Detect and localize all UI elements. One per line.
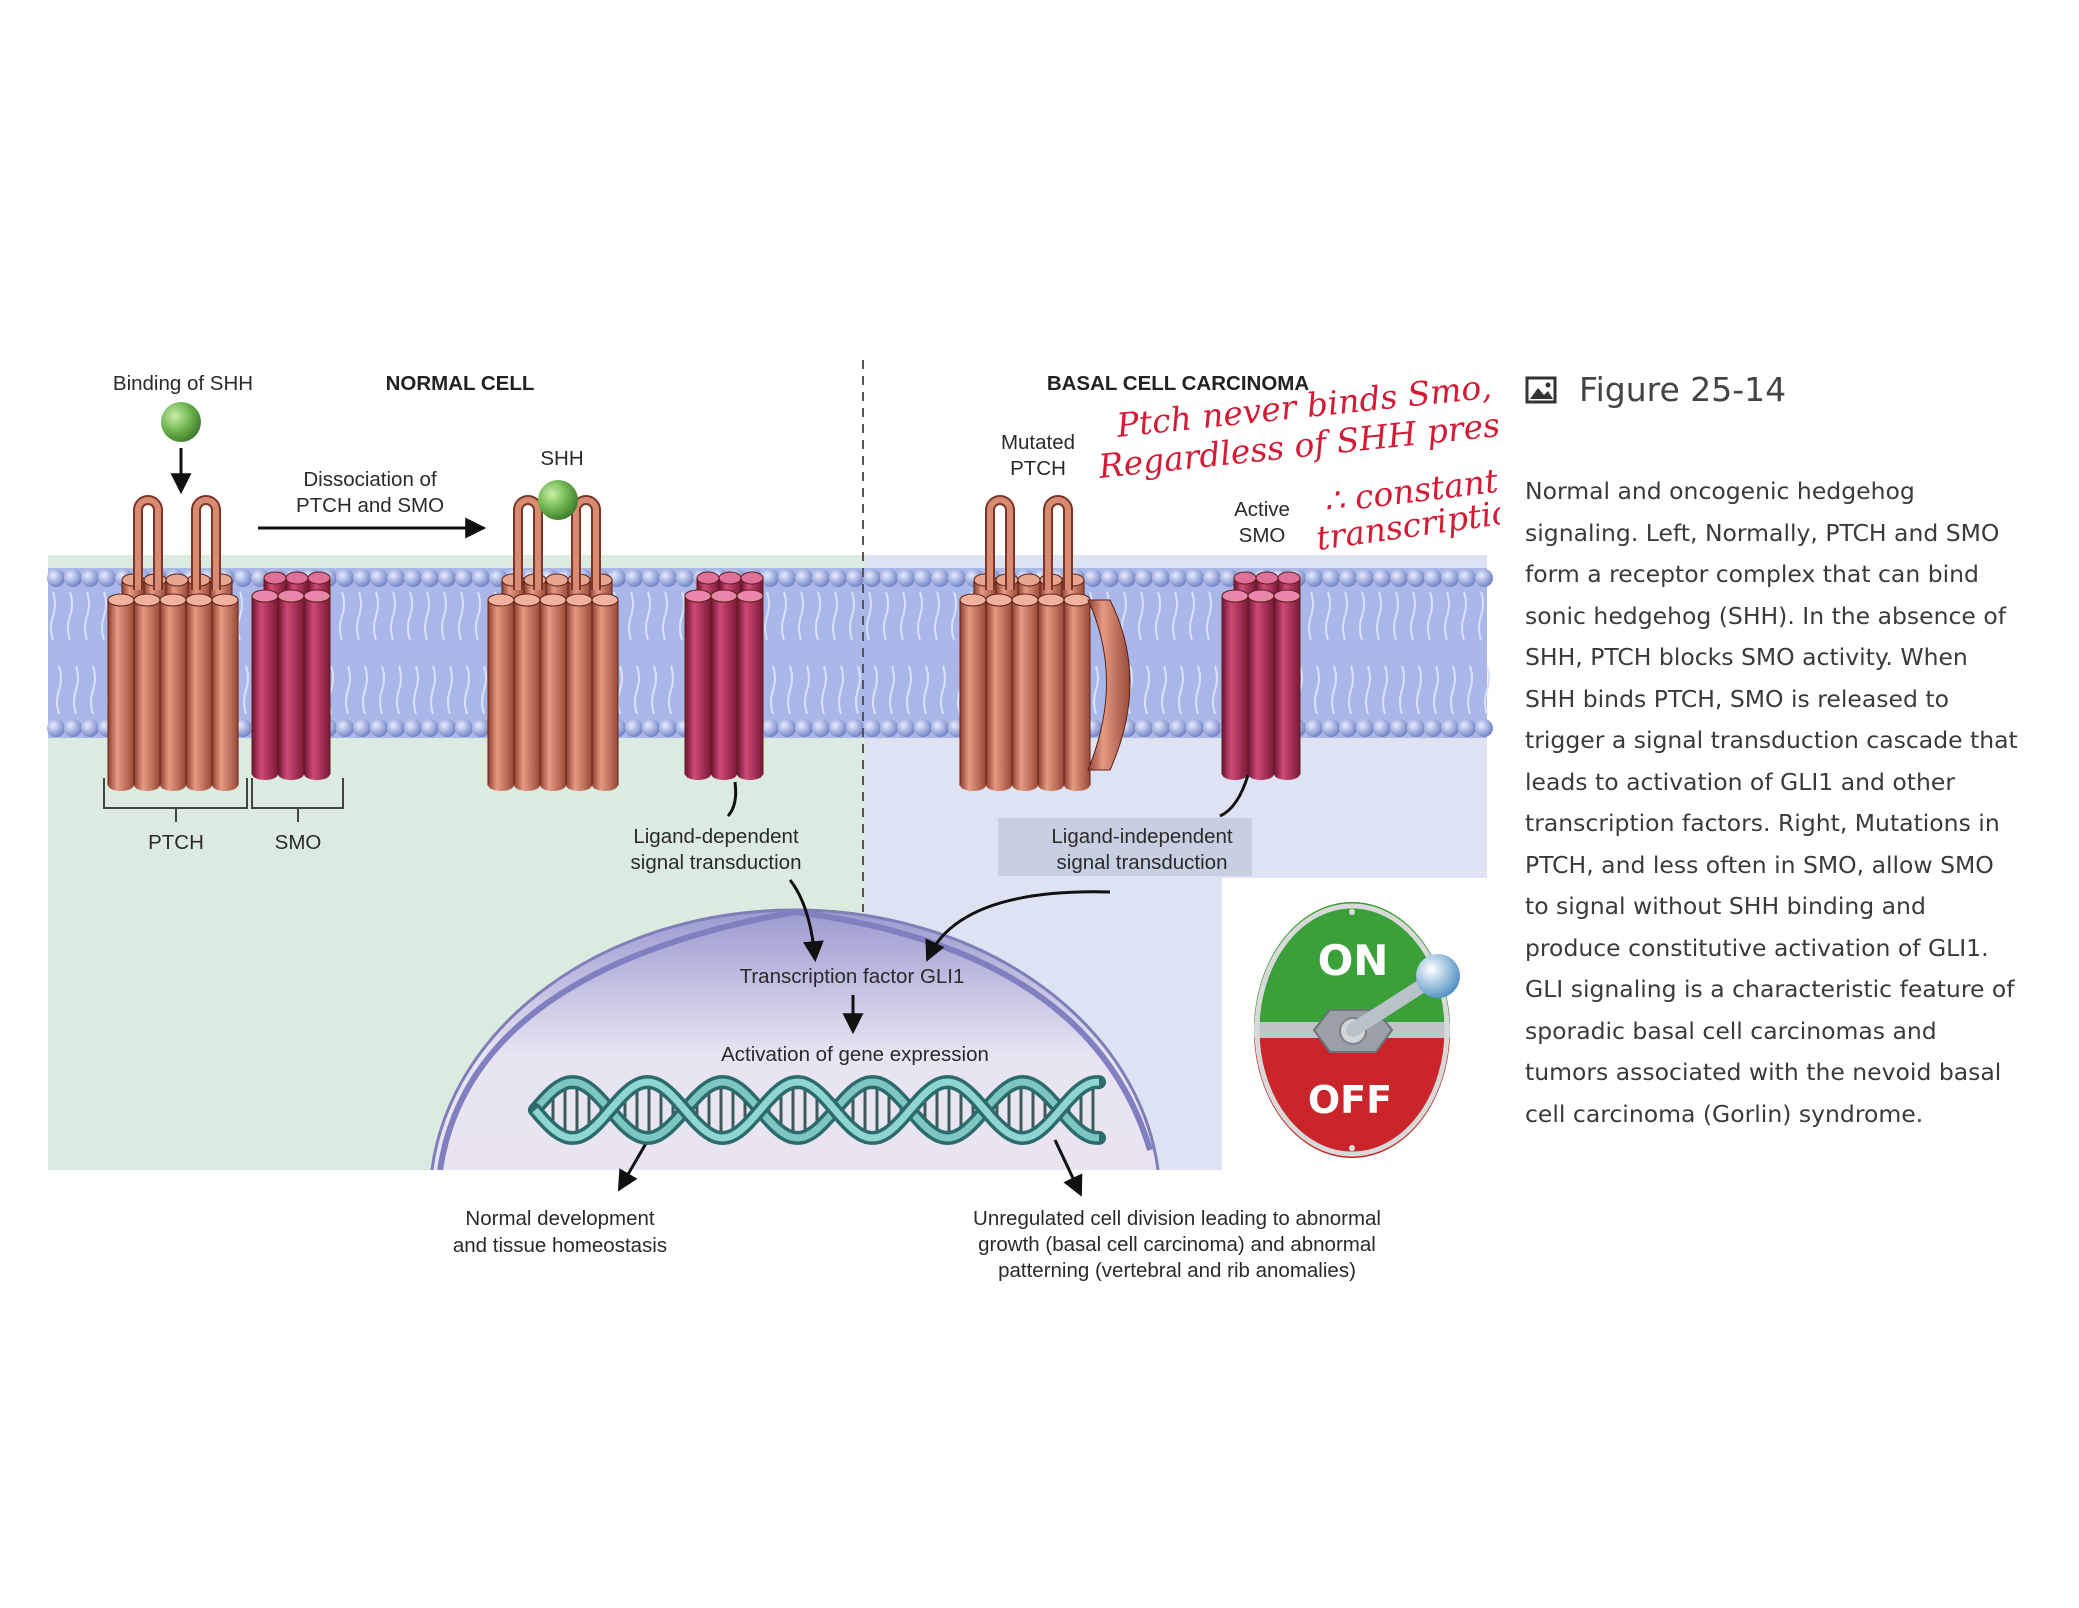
caption-line: tumors associated with the nevoid basal xyxy=(1525,1058,2002,1086)
transcription-factor-label: Transcription factor GLI1 xyxy=(740,965,965,988)
figure-caption-panel: Figure 25-14 Normal and oncogenic hedgeh… xyxy=(1525,370,2065,1135)
switch-on-label: ON xyxy=(1318,936,1389,985)
unregulated-label-line3: patterning (vertebral and rib anomalies) xyxy=(998,1259,1356,1282)
active-smo-label-line2: SMO xyxy=(1239,524,1286,547)
ligand-dependent-label-line1: Ligand-dependent xyxy=(633,825,799,848)
smo-receptor-active xyxy=(1221,571,1301,780)
caption-line: GLI signaling is a characteristic featur… xyxy=(1525,975,2015,1003)
ligand-independent-box xyxy=(998,818,1252,876)
switch-off-label: OFF xyxy=(1308,1078,1392,1122)
binding-of-shh-label: Binding of SHH xyxy=(113,372,253,395)
ligand-independent-connector xyxy=(1219,774,1250,818)
caption-line: leads to activation of GLI1 and other xyxy=(1525,767,1955,796)
image-icon[interactable] xyxy=(1525,376,1557,404)
abnormal-outcome-arrow xyxy=(1053,1139,1083,1197)
dissociation-label-line2: PTCH and SMO xyxy=(296,494,444,517)
hedgehog-signaling-diagram: ON OFF Binding of SHH NORMAL CELL BASAL … xyxy=(0,360,1500,1608)
dna-helix xyxy=(528,1074,1106,1146)
figure-heading: Figure 25-14 xyxy=(1525,370,2065,409)
shh-ligand-bound xyxy=(538,480,578,520)
active-smo-label-line1: Active xyxy=(1234,498,1290,521)
ptch-receptor-normal xyxy=(107,495,239,791)
ligand-dependent-label-line2: signal transduction xyxy=(631,851,802,874)
caption-line: SHH binds PTCH, SMO is released to xyxy=(1525,684,1949,713)
mutated-ptch-label-line1: Mutated xyxy=(1001,431,1075,454)
caption-line: SHH, PTCH blocks SMO activity. When xyxy=(1525,643,1968,671)
ptch-label: PTCH xyxy=(148,831,204,854)
normal-outcome-arrow xyxy=(617,1139,650,1192)
caption-line: cell carcinoma (Gorlin) syndrome. xyxy=(1525,1099,1924,1128)
caption-line: produce constitutive activation of GLI1. xyxy=(1525,933,1989,962)
normal-cell-header: NORMAL CELL xyxy=(386,372,535,395)
caption-line: PTCH, and less often in SMO, allow SMO xyxy=(1525,850,1994,879)
ligand-independent-label-line1: Ligand-independent xyxy=(1051,825,1233,848)
normal-development-label-line1: Normal development xyxy=(465,1207,654,1230)
caption-line: form a receptor complex that can bind xyxy=(1525,560,1979,588)
ligand-dependent-arrow xyxy=(788,879,824,963)
activation-gene-expression-label: Activation of gene expression xyxy=(721,1043,989,1066)
on-off-switch: ON OFF xyxy=(1222,878,1487,1170)
ligand-independent-label-line2: signal transduction xyxy=(1057,851,1228,874)
normal-development-label-line2: and tissue homeostasis xyxy=(453,1234,667,1257)
dissociation-label-line1: Dissociation of xyxy=(303,468,437,491)
caption-line: sonic hedgehog (SHH). In the absence of xyxy=(1525,601,2007,630)
smo-label: SMO xyxy=(275,831,322,854)
basal-cell-carcinoma-header: BASAL CELL CARCINOMA xyxy=(1047,372,1310,395)
figure-title: Figure 25-14 xyxy=(1579,370,1787,409)
unregulated-label-line2: growth (basal cell carcinoma) and abnorm… xyxy=(978,1233,1376,1256)
smo-receptor-bound xyxy=(251,571,331,780)
smo-receptor-released xyxy=(684,571,764,780)
nucleus-clip xyxy=(0,1170,1500,1608)
ptch-receptor-mutated xyxy=(959,495,1131,791)
caption-line: sporadic basal cell carcinomas and xyxy=(1525,1016,1937,1045)
ligand-dependent-connector xyxy=(726,781,738,818)
caption-line: trigger a signal transduction cascade th… xyxy=(1525,726,2018,754)
shh-ligand-free xyxy=(161,402,201,442)
caption-line: to signal without SHH binding and xyxy=(1525,892,1926,920)
caption-line: Normal and oncogenic hedgehog xyxy=(1525,477,1915,505)
mutated-ptch-label-line2: PTCH xyxy=(1010,457,1066,480)
shh-label: SHH xyxy=(540,447,583,470)
ptch-receptor-dissociated xyxy=(487,495,619,791)
caption-line: transcription factors. Right, Mutations … xyxy=(1525,809,2000,837)
ligand-independent-arrow xyxy=(925,890,1111,962)
caption-line: signaling. Left, Normally, PTCH and SMO xyxy=(1525,518,2000,547)
unregulated-label-line1: Unregulated cell division leading to abn… xyxy=(973,1207,1381,1230)
handwritten-annotation: Ptch never binds Smo, Regardless of SHH … xyxy=(1096,367,1500,558)
figure-caption-text: Normal and oncogenic hedgehog signaling. … xyxy=(1525,471,2065,1135)
